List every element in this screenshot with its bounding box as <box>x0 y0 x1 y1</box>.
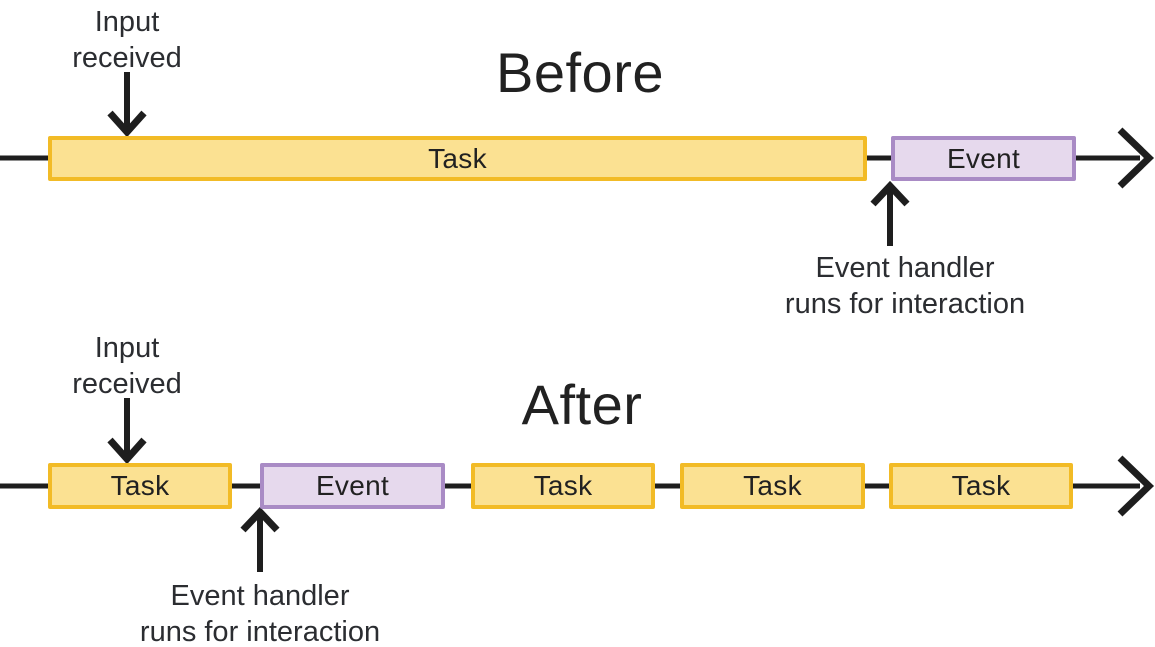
before-input-label: Input received <box>27 4 227 76</box>
after-handler-label-line2: runs for interaction <box>139 616 381 647</box>
before-handler-label-line1: Event handler <box>815 252 995 284</box>
before-handler-arrow-icon <box>870 180 910 246</box>
before-event-label: Event <box>946 142 1021 174</box>
after-task-label-4: Task <box>951 470 1011 501</box>
after-event-box: Event <box>260 463 445 509</box>
after-input-label-line2: received <box>72 368 182 400</box>
after-task-label-2: Task <box>533 470 593 501</box>
after-event-label: Event <box>315 470 390 501</box>
after-task-box-1: Task <box>48 463 232 509</box>
before-handler-label: Event handler runs for interaction <box>705 250 1105 322</box>
before-event-box: Event <box>891 136 1076 181</box>
before-task-label: Task <box>428 142 487 174</box>
before-input-arrow-icon <box>107 72 147 138</box>
before-title: Before <box>496 41 664 104</box>
before-input-label-line2: received <box>72 42 182 74</box>
after-handler-arrow-icon <box>240 506 280 572</box>
before-handler-label-line2: runs for interaction <box>784 288 1026 320</box>
after-task-label-3: Task <box>743 470 802 501</box>
after-title: After <box>521 373 643 436</box>
before-input-label-line1: Input <box>94 6 160 38</box>
after-task-box-4: Task <box>889 463 1073 509</box>
after-input-label: Input received <box>27 330 227 402</box>
after-task-label-1: Task <box>110 470 170 501</box>
after-handler-label-line1: Event handler <box>170 580 350 612</box>
after-task-box-3: Task <box>680 463 865 509</box>
after-handler-label: Event handler runs for interaction <box>60 578 460 647</box>
before-task-box: Task <box>48 136 867 181</box>
after-input-arrow-icon <box>107 398 147 465</box>
after-task-box-2: Task <box>471 463 655 509</box>
after-input-label-line1: Input <box>94 332 160 364</box>
